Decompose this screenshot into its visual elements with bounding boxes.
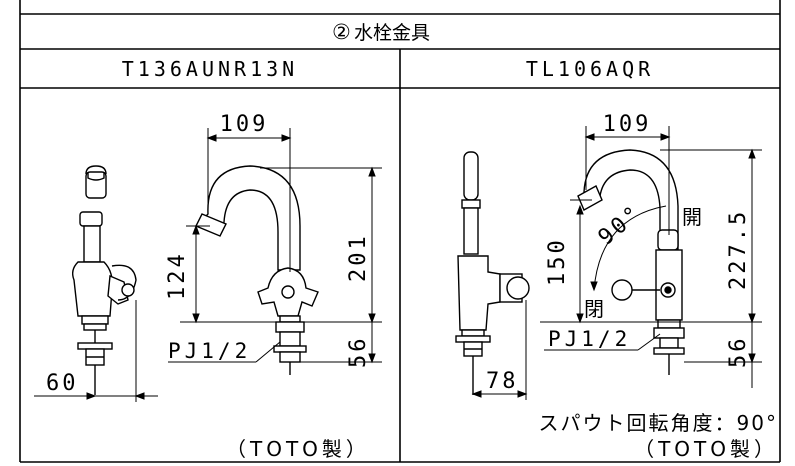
open-label: 開 [682,205,702,229]
right-angle-label: 90° [594,200,647,250]
right-width-label: 109 [603,112,652,137]
left-spout-height-label: 124 [165,251,190,300]
right-depth-label: 78 [486,369,519,394]
closed-label: 閉 [584,297,604,321]
right-maker-label: （TOTO製） [634,437,778,461]
spout-rotation-note: スパウト回転角度：90° [539,411,778,435]
right-front-view [577,149,685,375]
left-side-spout-tip [85,165,107,175]
left-model-name: T136AUNR13N [122,57,298,81]
right-model-name: TL106AQR [526,57,654,81]
table-header: ② 水栓金具 T136AUNR13N TL106AQR [122,20,654,81]
right-pipe-height-label: 56 [726,336,751,369]
left-front-view [194,165,319,375]
right-total-height-label: 227.5 [726,209,751,290]
left-side-view [71,171,137,395]
left-depth-label: 60 [46,371,79,396]
header-title: 水栓金具 [354,22,430,44]
right-low-height-label: 150 [545,237,570,286]
left-dimension-lines [34,128,382,402]
right-thread-label: PJ1/2 [548,327,631,351]
right-dimension-lines [471,126,762,400]
left-pipe-height-label: 56 [346,336,371,369]
table-frame [19,0,781,463]
left-maker-label: （TOTO製） [226,437,370,461]
left-thread-label: PJ1/2 [168,339,251,363]
left-width-label: 109 [220,112,269,137]
left-dimension-labels: 109 124 201 56 60 PJ1/2 （TOTO製） [46,112,371,461]
right-side-view [455,151,530,395]
header-number: ② [332,20,351,44]
left-total-height-label: 201 [346,233,371,282]
